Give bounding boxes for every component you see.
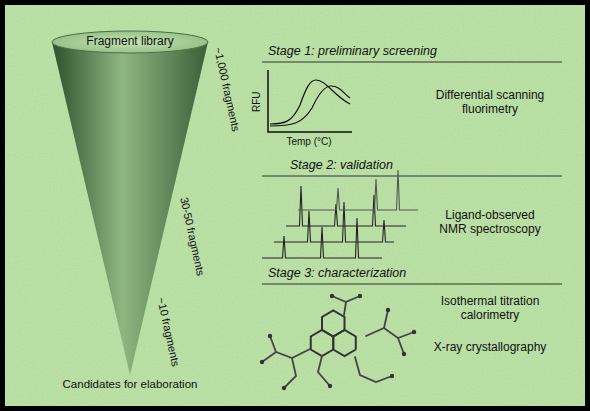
molecule-bond — [284, 358, 296, 388]
molecule-bond — [332, 296, 346, 302]
stage-title: Stage 2: validation — [290, 158, 540, 173]
separator-line — [262, 284, 562, 285]
stage-title: Stage 1: preliminary screening — [268, 44, 558, 59]
molecule-bond — [384, 310, 388, 328]
molecule-bond — [398, 338, 404, 354]
molecule-atom — [358, 294, 362, 298]
molecule-atom — [260, 360, 264, 364]
funnel-top — [52, 31, 208, 53]
count-label: ~1,000 fragments — [211, 46, 242, 133]
molecule-atom — [268, 334, 272, 338]
molecule-bond — [270, 336, 276, 352]
nmr-trace — [262, 218, 382, 258]
molecule-atom — [402, 352, 406, 356]
melt-curve — [270, 80, 350, 124]
molecule-atom — [412, 330, 416, 334]
separator-line — [262, 62, 562, 63]
nmr-trace — [274, 202, 394, 242]
count-label: 30-50 fragments — [177, 196, 207, 277]
axis-label: RFU — [251, 91, 263, 112]
method-label: X-ray crystallography — [430, 340, 550, 354]
molecule-atom — [282, 386, 286, 390]
stage-title: Stage 3: characterization — [268, 266, 548, 281]
result-label: Candidates for elaboration — [55, 378, 205, 391]
nmr-spectrum — [262, 170, 418, 258]
count-label: ~10 fragments — [154, 296, 182, 368]
molecule-bond — [262, 349, 310, 362]
molecule-atom — [330, 294, 334, 298]
molecule-structure — [260, 294, 416, 390]
chart-axes — [268, 70, 352, 132]
molecule-bond — [344, 296, 360, 315]
axis-label: Temp (°C) — [264, 136, 354, 148]
molecule-bond — [366, 328, 414, 338]
nmr-trace — [286, 186, 406, 226]
library-label: Fragment library — [60, 34, 200, 48]
molecule-atom — [390, 374, 394, 378]
molecule-bond — [318, 356, 330, 386]
molecule-ring — [322, 311, 345, 337]
separator-line — [262, 176, 562, 177]
nmr-trace — [298, 170, 418, 210]
molecule-atom — [328, 384, 332, 388]
molecule-atom — [386, 308, 390, 312]
frame-border — [3, 3, 588, 409]
funnel-cone — [52, 42, 208, 375]
method-label: Differential scanning fluorimetry — [430, 88, 550, 116]
method-label: Ligand-observed NMR spectroscopy — [430, 208, 550, 236]
method-label: Isothermal titration calorimetry — [430, 294, 550, 322]
molecule-bond — [355, 357, 392, 382]
melt-curve — [270, 86, 350, 126]
